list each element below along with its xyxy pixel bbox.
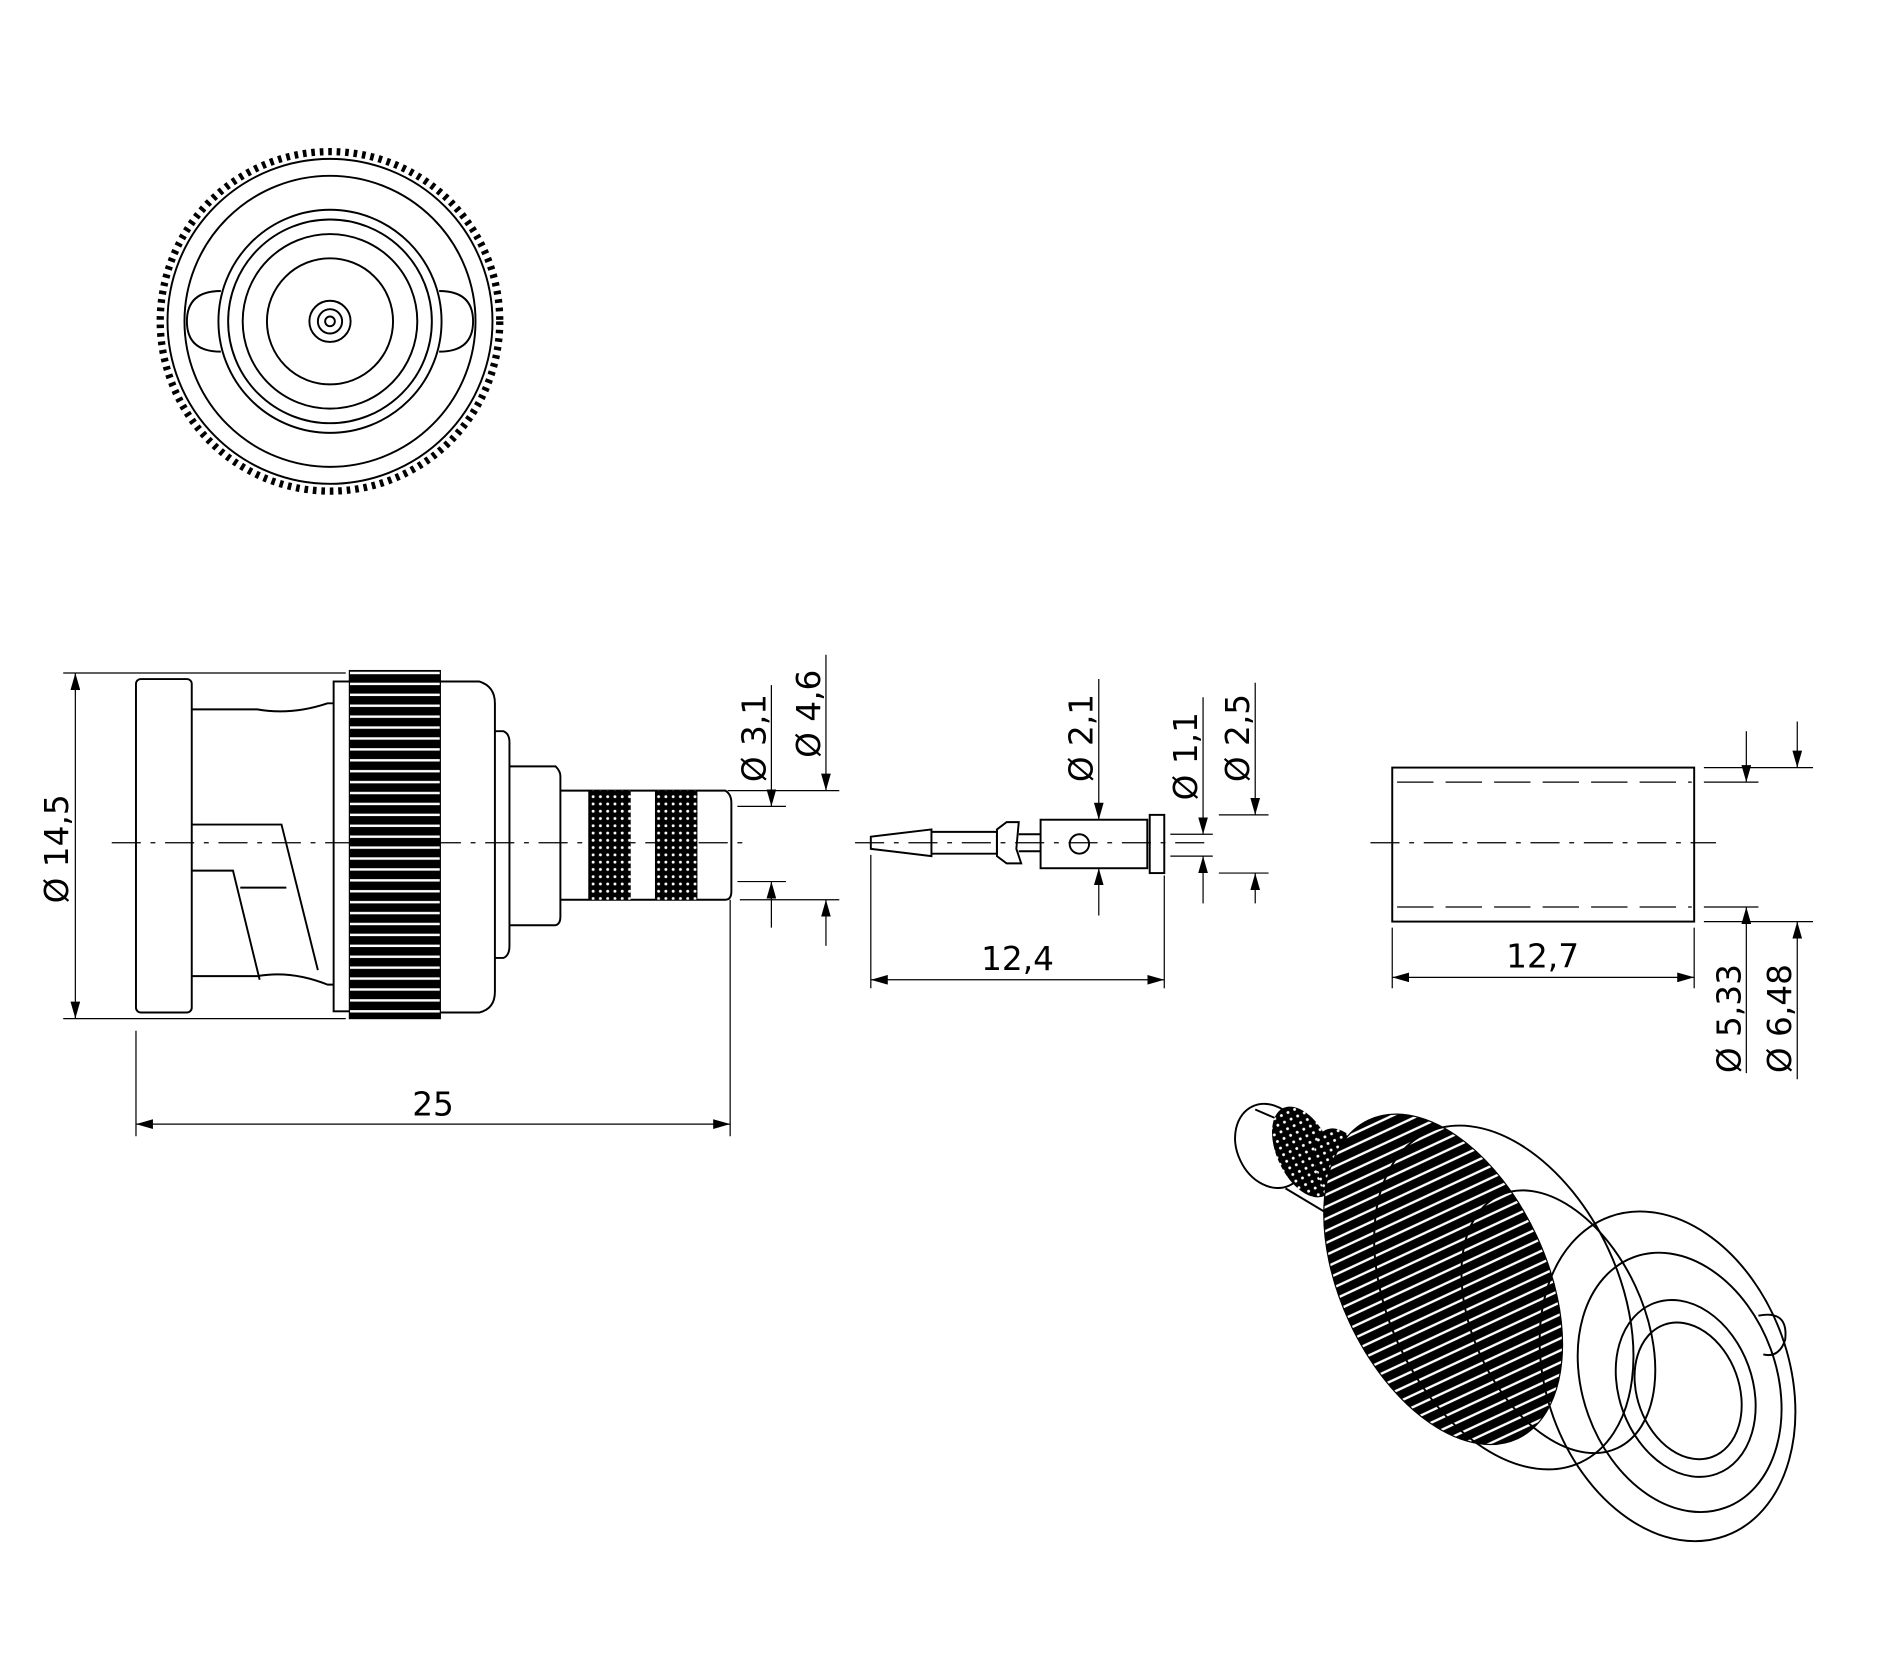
dim-diameter-crimp-inner: Ø 3,1 [735, 694, 773, 782]
bayonet-lug-left [185, 290, 221, 353]
pin-dim-diameter-bore: Ø 1,1 [1167, 712, 1205, 800]
ferrule-dim-length: 12,7 [1506, 938, 1579, 976]
dim-length: 25 [412, 1086, 454, 1124]
pin-view: 12,4 Ø 2,1 Ø 1,1 Ø 2,5 [855, 679, 1269, 989]
crimp-knurl-band [588, 790, 631, 900]
ferrule-dim-diameter-inner: Ø 5,33 [1710, 964, 1748, 1073]
crimp-knurl-band [654, 790, 698, 900]
dim-diameter-crimp-outer: Ø 4,6 [790, 670, 828, 758]
pin-dim-diameter-collar: Ø 2,5 [1219, 694, 1257, 782]
isometric-view [1234, 1102, 1797, 1543]
pin-dim-diameter-body: Ø 2,1 [1063, 694, 1101, 782]
front-view [156, 147, 504, 495]
knurled-nut [348, 669, 441, 1020]
ferrule-view: 12,7 Ø 5,33 Ø 6,48 [1370, 721, 1814, 1080]
ferrule-dim-diameter-outer: Ø 6,48 [1761, 964, 1799, 1073]
dim-diameter-body: Ø 14,5 [38, 794, 76, 903]
pin-dim-length: 12,4 [981, 940, 1054, 978]
bayonet-lug-right [439, 290, 475, 353]
side-view: Ø 14,5 25 Ø 3,1 Ø 4,6 [38, 654, 840, 1137]
